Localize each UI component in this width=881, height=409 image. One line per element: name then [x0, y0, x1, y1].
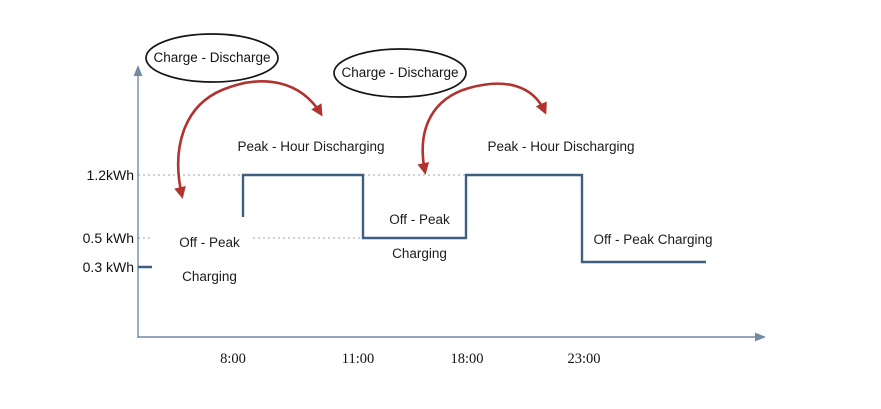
x-axis-arrowhead-icon: [755, 332, 766, 342]
y-tick-0.5kwh: 0.5 kWh: [82, 230, 134, 246]
off-peak-2-line-2: Charging: [392, 246, 447, 261]
bubble-ellipse-1: [145, 33, 279, 83]
off-peak-charging-label-2: Off - Peak Charging: [364, 194, 460, 279]
y-tick-1.2kwh: 1.2kWh: [86, 167, 134, 183]
charge-discharge-arrow-2: [417, 82, 547, 175]
bubble-2-label: Charge - Discharge: [341, 65, 459, 80]
x-tick-1800: 18:00: [450, 351, 484, 367]
peak-hour-discharging-label-1: Peak - Hour Discharging: [237, 139, 385, 154]
charge-discharge-arrow-1: [174, 80, 323, 199]
x-tick-800: 8:00: [220, 351, 246, 367]
y-tick-0.3kwh: 0.3 kWh: [82, 259, 134, 275]
bubble-ellipse-2: [333, 48, 467, 98]
x-tick-1100: 11:00: [341, 351, 375, 367]
off-peak-charging-label-3: Off - Peak Charging: [593, 232, 713, 247]
off-peak-2-line-1: Off - Peak: [389, 212, 450, 227]
bubble-1-label: Charge - Discharge: [153, 50, 271, 65]
off-peak-1-line-1: Off - Peak: [179, 235, 240, 250]
off-peak-charging-label-1: Off - Peak Charging: [152, 217, 252, 302]
x-tick-2300: 23:00: [567, 351, 601, 367]
off-peak-1-line-2: Charging: [182, 269, 237, 284]
y-axis-arrowhead-icon: [133, 65, 143, 76]
peak-hour-discharging-label-2: Peak - Hour Discharging: [487, 139, 635, 154]
